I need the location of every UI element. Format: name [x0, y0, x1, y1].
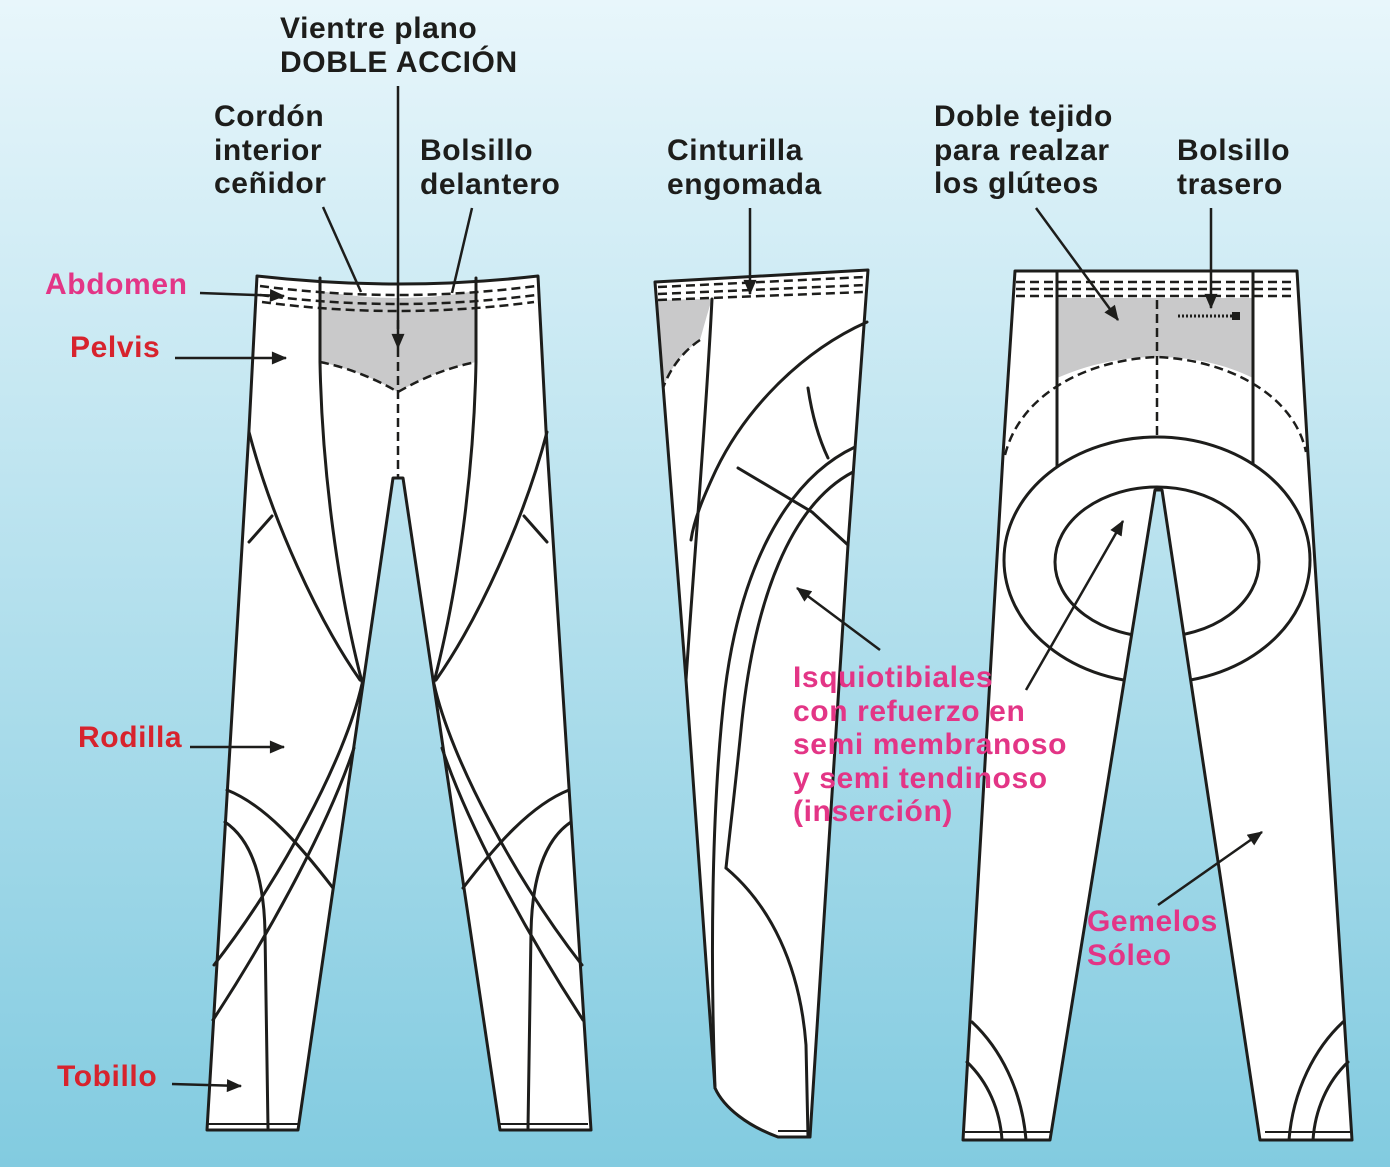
back-outline [961, 269, 1354, 1142]
abdomen-arrow [199, 289, 286, 302]
label-line: (inserción) [793, 795, 953, 828]
front-seam [432, 682, 584, 967]
label-line: Sóleo [1087, 938, 1172, 972]
label-line: los glúteos [934, 167, 1099, 200]
label-line: Pelvis [70, 331, 161, 364]
front-left-leg-seams [208, 276, 364, 1130]
label-line: Cordón [214, 100, 325, 133]
label-line: Rodilla [78, 721, 183, 754]
side-view-leggings [653, 268, 870, 1139]
cordon-leader-line [321, 206, 363, 293]
back-seam [970, 1020, 1028, 1142]
label-rodilla: Rodilla [78, 721, 182, 755]
label-doble-tejido: Doble tejido para realzar los glúteos [934, 100, 1113, 201]
label-line: ceñidor [214, 167, 327, 200]
front-seam [526, 820, 573, 1130]
label-line: Doble tejido [934, 100, 1113, 133]
gemelos-arrow [1157, 830, 1263, 907]
label-line: Cinturilla [667, 134, 804, 167]
front-body [207, 276, 591, 1130]
label-bolsillo-trasero: Bolsillo trasero [1177, 134, 1290, 201]
doble-tejido-arrow [1034, 207, 1120, 321]
label-abdomen: Abdomen [45, 268, 188, 302]
label-line: Vientre plano [280, 12, 478, 45]
label-line: interior [214, 133, 323, 167]
back-left-ankle-band [965, 1020, 1050, 1142]
label-line: engomada [667, 167, 822, 201]
back-pocket-zipper [1178, 312, 1240, 320]
side-seam [689, 320, 869, 542]
label-pelvis: Pelvis [70, 331, 160, 365]
label-line: DOBLE ACCIÓN [280, 45, 518, 79]
label-line: Isquiotibiales [793, 661, 994, 694]
label-line: para realzar [934, 133, 1110, 167]
front-waist-dashed-line [261, 300, 535, 313]
side-panel-dashed-edge [661, 338, 701, 389]
label-vientre-plano: Vientre plano DOBLE ACCIÓN [280, 12, 518, 79]
hamstring-band-edge [724, 866, 810, 1139]
back-right-ankle-band [1265, 1020, 1350, 1142]
side-waist-dashed-line [657, 290, 865, 302]
side-waist-dashed-line [657, 275, 866, 289]
front-seam [522, 514, 549, 544]
back-view-leggings [961, 269, 1354, 1142]
front-seam [223, 820, 270, 1130]
front-seam [318, 276, 364, 684]
front-view-leggings [205, 274, 593, 1132]
label-bolsillo-delantero: Bolsillo delantero [420, 134, 560, 201]
label-line: semi membranoso [793, 728, 1068, 761]
hamstring-ring-band [1002, 435, 1312, 685]
front-waist-dashed-line [259, 284, 537, 297]
glute-dashed-arc [1003, 355, 1308, 456]
label-cinturilla: Cinturilla engomada [667, 134, 822, 201]
front-seam [432, 276, 478, 684]
bolsillo-delantero-leader-line [450, 207, 474, 294]
front-waist-dashed-line [259, 293, 537, 306]
front-right-leg-seams [432, 276, 588, 1130]
label-line: Abdomen [45, 268, 188, 301]
label-line: Gemelos [1087, 905, 1218, 938]
isquiotibiales-arrow-side [796, 586, 881, 652]
side-seam [736, 466, 850, 547]
side-outline [653, 268, 870, 1139]
label-line: Bolsillo [1177, 134, 1291, 167]
front-seam [461, 788, 571, 890]
label-cordon: Cordón interior ceñidor [214, 100, 327, 201]
isquiotibiales-arrow-back [1024, 520, 1125, 691]
side-seam [806, 386, 830, 460]
front-seam [212, 682, 364, 967]
front-seam [247, 430, 362, 682]
side-gray-panel [657, 299, 712, 388]
front-outline [205, 274, 593, 1132]
label-tobillo: Tobillo [57, 1060, 157, 1094]
hamstring-band-edge [710, 445, 857, 1090]
label-line: con refuerzo en [793, 694, 1026, 728]
side-seam [684, 297, 714, 682]
label-line: trasero [1177, 167, 1283, 201]
label-line: delantero [420, 167, 561, 201]
tobillo-arrow [171, 1079, 243, 1093]
front-seam [225, 788, 335, 890]
front-seam [434, 430, 549, 682]
front-panel-dashed-edge [319, 360, 477, 394]
back-seam [1287, 1020, 1345, 1142]
label-line: Bolsillo [420, 134, 534, 167]
hamstring-band-edge [724, 470, 855, 870]
label-line: Tobillo [57, 1060, 158, 1093]
arrows [171, 86, 1263, 1093]
front-seam [211, 746, 356, 1022]
front-seam [440, 746, 585, 1022]
zipper-pull [1232, 312, 1240, 320]
front-seam [247, 514, 274, 544]
label-isquiotibiales: Isquiotibiales con refuerzo en semi memb… [793, 661, 1067, 829]
label-gemelos: Gemelos Sóleo [1087, 905, 1218, 972]
side-waist-dashed-line [657, 283, 866, 296]
label-line: y semi tendinoso [793, 761, 1048, 795]
